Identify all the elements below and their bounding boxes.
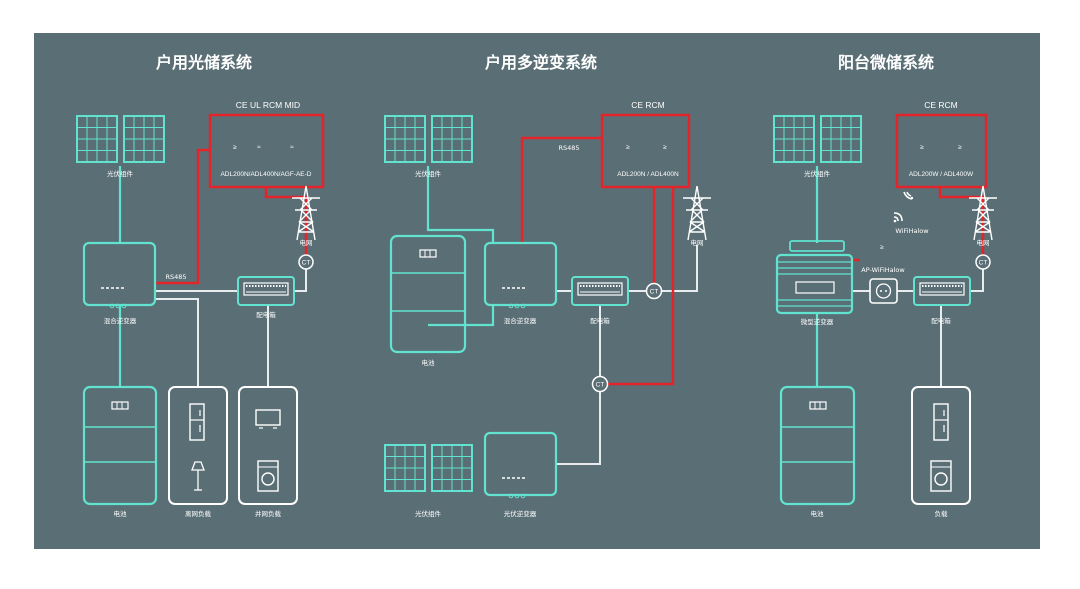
ct-sensor-icon [591,375,609,393]
panel-home-multi-inverter: 户用多逆变系统 光伏组件 CE RCM ≥ ≥ ADL200N / ADL400… [384,53,712,518]
grid-load-icon [238,386,298,505]
panel-title: 户用多逆变系统 [485,53,597,72]
rs485-comm-line [155,148,210,285]
battery-label: 电池 [422,358,436,367]
grid-label: 电网 [300,238,313,247]
panel-balcony-micro-storage: 阳台微储系统 光伏组件 CE RCM ≥ ≥ ADL200W / ADL400W [773,53,998,518]
wifi-signal-icon [903,191,914,200]
ct-label: CT [650,289,659,296]
inverter-label: 混合逆变器 [504,316,537,325]
distribution-box-icon [571,276,629,306]
cert-labels: CE RCM [631,100,665,110]
backup-load-wire [155,298,199,387]
ct-to-grid-wire [661,245,698,292]
ct-label: CT [302,260,311,267]
pv-label: 光伏组件 [107,169,134,178]
battery-icon [779,385,856,506]
ct-label: CT [979,260,988,267]
panel-title: 户用光储系统 [156,53,252,72]
meter-glyph: ≥ [958,144,962,151]
meter-glyph: ≥ [233,144,237,151]
meter-glyph: ≥ [920,144,924,151]
grid-label: 电网 [691,238,704,247]
battery-label: 电池 [811,509,825,518]
pv-label: 光伏组件 [804,169,831,178]
meter-glyph: ≥ [663,144,667,151]
distribution-label: 配电箱 [931,316,951,325]
grid-load-label: 并网负载 [255,509,282,518]
panel-title: 阳台微储系统 [838,53,934,72]
cert-labels: CE UL RCM MID [236,100,300,110]
grid-label: 电网 [977,238,990,247]
pv2-label: 光伏组件 [415,509,442,518]
rs485-label: RS485 [558,144,579,152]
pv-module-icon [384,444,473,492]
hybrid-inverter-icon [483,241,558,309]
distribution-box-icon [913,276,971,306]
pv-module-icon [384,115,473,163]
meter-glyph: ≈ [257,144,261,151]
hybrid-inverter-icon [82,241,157,309]
meter-box [895,113,988,189]
micro-inverter-label: 微型逆变器 [801,317,834,326]
distribution-box-icon [237,276,295,306]
meter-model: ADL200N / ADL400N [617,171,679,178]
wifi-label: WiFiHalow [895,227,929,235]
battery-icon [389,234,467,354]
pv-module-icon [76,115,165,163]
micro-inverter-icon [775,240,854,315]
backup-load-icon [168,386,228,505]
rs485-comm-line [520,136,602,243]
load-label: 负载 [935,509,949,518]
distribution-label: 配电箱 [590,316,610,325]
signal-glyph: ≥ [880,244,884,251]
inverter-label: 混合逆变器 [104,316,137,325]
meter-glyph: ≈ [290,144,294,151]
inverter-to-battery-wire [428,305,495,327]
pv-inverter-icon [483,431,558,499]
ct-label: CT [596,382,605,389]
cert-labels: CE RCM [924,100,958,110]
load-icon [911,386,971,505]
battery-label: 电池 [114,509,128,518]
ct-sensor-icon [645,282,663,300]
pv-label: 光伏组件 [415,169,442,178]
ap-label: AP-WiFiHalow [861,266,905,274]
meter-to-ct2-line [607,187,675,386]
rs485-label: RS485 [165,273,186,281]
panel-home-pv-storage: 户用光储系统 光伏组件 CE UL RCM MID ≥ ≈ ≈ ADL200N/… [76,53,325,518]
meter-glyph: ≥ [626,144,630,151]
ct2-to-pv-inverter-wire [556,391,601,465]
battery-icon [82,385,158,506]
meter-model: ADL200N/ADL400N/AGF-AE-D [220,171,311,178]
ap-socket-icon [869,278,898,304]
ct-sensor-icon [975,254,991,270]
distribution-to-ct-wire [294,268,307,292]
pv-inverter-label: 光伏逆变器 [504,509,537,518]
wifi-signal-icon [893,212,903,223]
backup-load-label: 离网负载 [185,509,212,518]
distribution-to-ct-wire [970,268,984,292]
system-diagrams: 户用光储系统 光伏组件 CE UL RCM MID ≥ ≈ ≈ ADL200N/… [76,53,998,518]
meter-box [208,113,325,189]
distribution-label: 配电箱 [256,310,276,319]
pv-to-inverter-wire [426,166,495,243]
diagram-canvas: 户用光储系统 光伏组件 CE UL RCM MID ≥ ≈ ≈ ADL200N/… [34,33,1040,549]
meter-box [600,113,691,189]
ct-sensor-icon [298,254,314,270]
pv-module-icon [773,115,862,163]
grid-tower-icon [682,185,712,241]
meter-model: ADL200W / ADL400W [909,171,974,178]
